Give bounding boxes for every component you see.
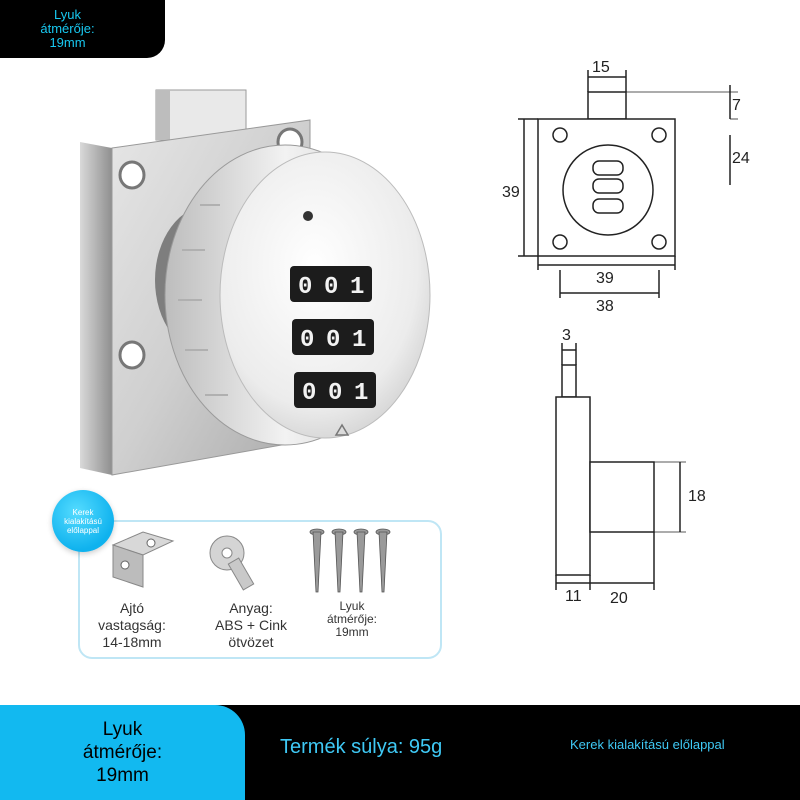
dim-body-width: 39 [596,270,614,287]
banner-line-3: 19mm [96,765,149,786]
tag-line-3: előlappal [66,525,100,535]
tag-line-1: Kerek [72,507,94,517]
dim-bolt-thickness: 3 [562,327,571,344]
tag-line-2: kialakítású [64,516,102,526]
dim-dial-height: 24 [732,150,750,167]
caption-line: Ajtó [119,600,145,616]
material-caption: Anyag: ABS + Cink ötvözet [206,600,296,651]
badge-line-3: 19mm [49,35,86,50]
dimension-drawing: 15 7 24 39 39 38 3 18 11 20 [502,59,750,607]
dim-plate-width: 38 [596,298,614,315]
dim-knob-length: 20 [610,590,628,607]
screw-hole-caption: Lyuk átmérője: 19mm [312,600,392,639]
badge-line-2: átmérője: [40,21,95,36]
screws-icon [309,528,391,593]
round-faceplate-feature: Kerek kialakítású előlappal [570,737,725,752]
badge-line-1: Lyuk [54,7,81,22]
svg-text:0: 0 [300,327,314,354]
hole-diameter-badge: Lyuk átmérője: 19mm [0,0,165,58]
product-weight: Termék súlya: 95g [280,736,443,758]
key-icon [209,535,255,591]
hole-diameter-panel: Lyuk átmérője: 19mm [0,705,245,800]
dim-plate-depth: 11 [565,588,582,605]
caption-line: ötvözet [228,634,274,650]
svg-text:1: 1 [350,274,364,301]
dim-knob-height: 7 [732,97,741,114]
caption-line: ABS + Cink [215,617,287,633]
bracket-icon [111,531,175,588]
svg-text:1: 1 [354,380,368,407]
svg-text:0: 0 [328,380,342,407]
svg-text:0: 0 [302,380,316,407]
caption-line: átmérője: [326,612,378,626]
caption-line: vastagság: [98,617,166,633]
dim-knob-width: 15 [592,59,610,76]
svg-text:0: 0 [298,274,312,301]
banner-line-1: Lyuk [102,719,143,740]
dim-knob-depth: 18 [688,488,706,505]
caption-line: 19mm [335,625,369,639]
svg-text:0: 0 [326,327,340,354]
svg-text:0: 0 [324,274,338,301]
svg-text:1: 1 [352,327,366,354]
door-thickness-caption: Ajtó vastagság: 14-18mm [92,600,172,651]
banner-line-2: átmérője: [82,742,163,763]
caption-line: 14-18mm [102,634,162,650]
caption-line: Anyag: [229,600,273,616]
caption-line: Lyuk [339,599,365,613]
dim-body-height: 39 [502,184,520,201]
round-faceplate-tag: Kerek kialakítású előlappal [52,490,114,552]
